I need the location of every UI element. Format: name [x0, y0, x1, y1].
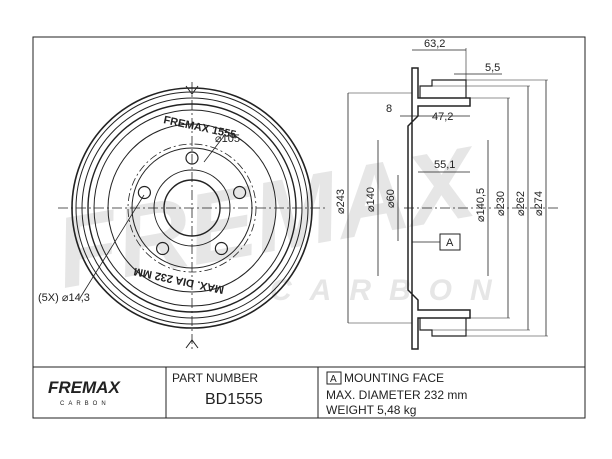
weight-label: WEIGHT 5,48 kg [326, 403, 416, 417]
hub-inner-circle [153, 169, 231, 247]
drawing-frame [32, 36, 586, 419]
bolt-hole-1 [185, 151, 199, 165]
dim-47-2: 47,2 [432, 111, 453, 123]
drum-section-profile [407, 67, 471, 350]
bolt-hole-callout: (5X) ⌀14,3 [38, 292, 90, 304]
dim-d140-5: ⌀140,5 [475, 188, 487, 222]
dim-63-2: 63,2 [424, 38, 445, 50]
section-arrow-bottom [185, 339, 199, 349]
dim-d140: ⌀140 [365, 187, 377, 212]
dim-55-1: 55,1 [434, 159, 455, 171]
title-datum-letter: A [330, 374, 337, 385]
bolt-hole-2 [233, 185, 247, 200]
dim-d274: ⌀274 [533, 191, 545, 216]
drum-outer-circle [71, 87, 313, 329]
mounting-face-label: MOUNTING FACE [344, 371, 444, 385]
drum-flange-bottom [419, 318, 467, 337]
drum-rim-circle-4 [93, 109, 291, 307]
bolt-hole-5 [137, 185, 151, 200]
bolt-hole-3 [214, 241, 228, 256]
hole-leader-line [79, 194, 145, 299]
center-bore [163, 179, 221, 237]
hub-outer-circle [131, 147, 253, 269]
pcd-dimension-label: ⌀105 [215, 133, 240, 145]
title-block [33, 366, 585, 418]
part-number-label: PART NUMBER [172, 371, 258, 385]
watermark-sub: CARBON [270, 274, 510, 307]
dim-d60: ⌀60 [385, 189, 397, 208]
drum-face-circle [107, 123, 277, 293]
front-view [58, 82, 326, 352]
section-view [347, 48, 560, 350]
dim-d262: ⌀262 [515, 191, 527, 216]
bolt-hole-4 [156, 241, 170, 256]
title-datum-frame [326, 371, 342, 385]
pcd-circle [127, 143, 257, 273]
datum-a-label: A [446, 237, 454, 249]
dim-d230: ⌀230 [495, 191, 507, 216]
watermark: FREMAX CARBON [48, 125, 510, 310]
logo-brand: FREMAX [48, 378, 121, 397]
pcd-leader-line [203, 135, 225, 163]
drum-rim-circle-2 [81, 97, 303, 319]
dim-5-5: 5,5 [485, 62, 500, 74]
drum-flange-top [419, 79, 467, 98]
dim-8: 8 [386, 103, 392, 115]
logo-sub: CARBON [60, 401, 110, 407]
drum-rim-circle-3 [87, 103, 297, 313]
fremax-logo: FREMAX CARBON [48, 378, 121, 407]
max-diameter-label: MAX. DIAMETER 232 mm [326, 388, 467, 402]
drum-rim-circle-1 [75, 91, 309, 325]
part-number-value: BD1555 [205, 391, 263, 408]
dim-d243: ⌀243 [335, 189, 347, 214]
